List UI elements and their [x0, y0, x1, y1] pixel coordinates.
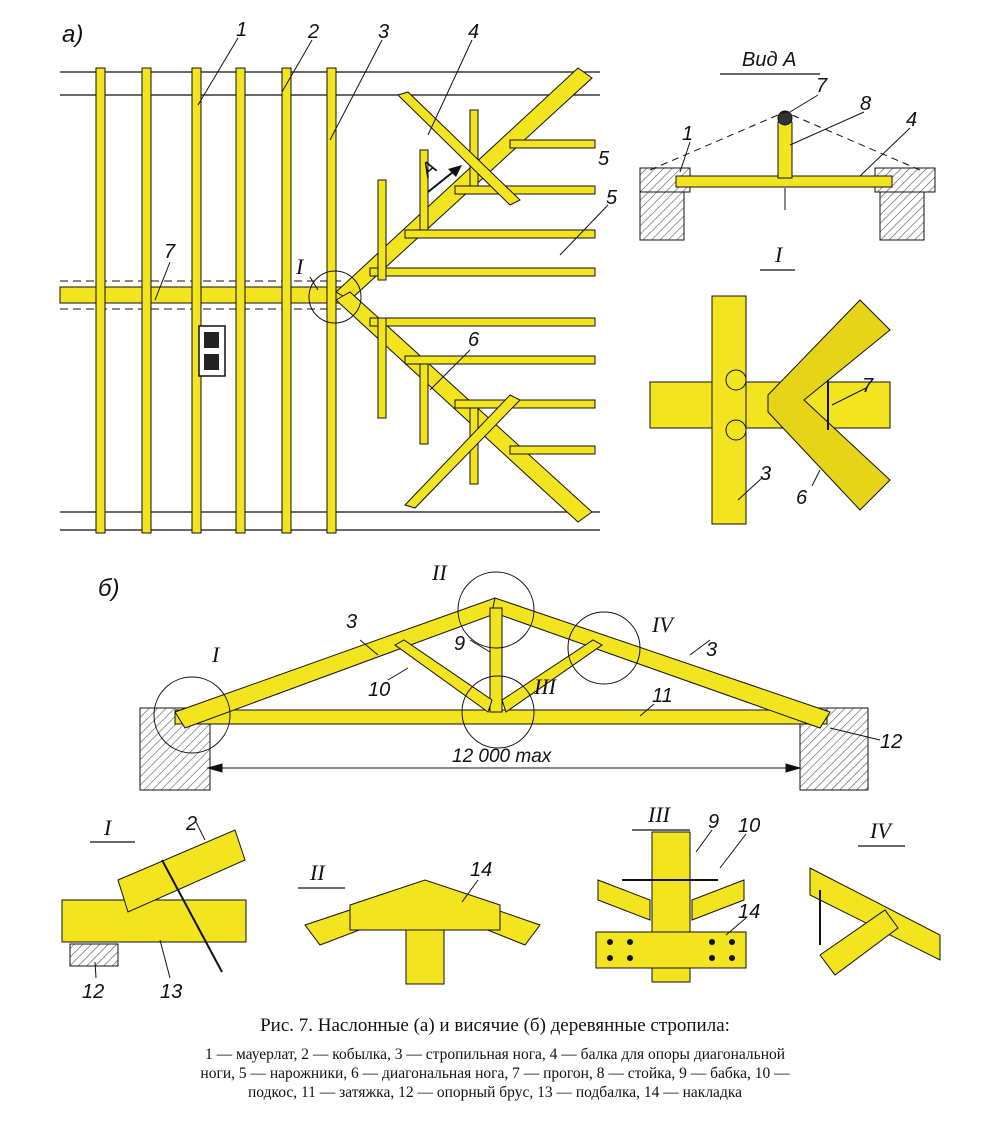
detail-IV: IV	[809, 818, 941, 976]
view-a-post	[777, 121, 793, 179]
view-a-label-7: 7	[816, 75, 828, 97]
detail-I-label-6: 6	[796, 487, 808, 509]
plan-label-2: 2	[307, 21, 319, 43]
truss-label-11: 11	[652, 685, 673, 707]
truss-node-I	[153, 676, 231, 754]
span-dimension-line	[206, 763, 802, 773]
detail-I-title: I	[774, 242, 784, 267]
truss-label-12: 12	[880, 731, 902, 753]
plan-callouts	[154, 37, 609, 391]
roof-rafters-drawing: А а) 1 2 3 4 5 5 6 7 I Вид А	[59, 19, 941, 1003]
detail-label-10: 10	[738, 815, 760, 837]
truss-label-10: 10	[368, 679, 390, 701]
truss-roman-II: II	[431, 560, 448, 585]
view-a-section: Вид А 1 7 8 4	[639, 49, 936, 241]
plan-label-5b: 5	[606, 187, 618, 209]
truss-roman-IV: IV	[651, 612, 675, 637]
plan-label-5a: 5	[598, 148, 610, 170]
plan-label-3: 3	[378, 21, 389, 43]
panel-b-truss: б) 12 000 max	[98, 560, 902, 791]
left-rafter	[174, 597, 501, 729]
detail-I-top: I 7 3 6	[649, 242, 891, 525]
detail-I-bottom: I 2 12 13	[61, 813, 247, 1003]
view-a-label-1: 1	[682, 123, 693, 145]
bottom-detail-II-title: II	[309, 860, 326, 885]
plan-label-6: 6	[468, 329, 480, 351]
truss-node-II	[457, 571, 535, 649]
plan-label-4: 4	[468, 21, 479, 43]
figure-legend: 1 — мауерлат, 2 — кобылка, 3 — стропильн…	[40, 1045, 950, 1102]
right-rafter	[491, 597, 831, 729]
detail-III: III 9 10 14	[595, 802, 760, 983]
left-strut	[394, 639, 493, 713]
truss-node-III	[461, 675, 535, 749]
detail-label-14a: 14	[470, 859, 492, 881]
plan-label-1: 1	[236, 19, 247, 41]
detail-label-14b: 14	[738, 901, 760, 923]
truss-roman-I: I	[211, 642, 221, 667]
bottom-detail-I-title: I	[103, 815, 113, 840]
legend-line-1: 1 — мауерлат, 2 — кобылка, 3 — стропильн…	[204, 1046, 786, 1063]
span-dimension: 12 000 max	[452, 746, 553, 767]
panel-a-plan: А а) 1 2 3 4 5 5 6 7 I	[59, 19, 618, 534]
jack-rafters	[369, 139, 596, 455]
detail-label-12: 12	[82, 981, 104, 1003]
truss-label-3b: 3	[706, 639, 717, 661]
plan-label-7: 7	[164, 241, 176, 263]
truss-roman-III: III	[533, 674, 558, 699]
common-rafters	[95, 67, 337, 534]
detail-label-13: 13	[160, 981, 182, 1003]
panel-a-label: а)	[62, 21, 83, 48]
right-strut	[501, 639, 603, 713]
legend-line-2: ноги, 5 — нарожники, 6 — диагональная но…	[200, 1065, 790, 1082]
detail-I-label-3: 3	[760, 463, 771, 485]
support-beam	[397, 91, 521, 206]
detail-label-9: 9	[708, 811, 719, 833]
truss-label-3a: 3	[346, 611, 357, 633]
truss-label-9: 9	[454, 633, 465, 655]
plan-node-I: I	[295, 254, 305, 279]
view-a-title: Вид А	[742, 49, 796, 71]
view-a-label-4: 4	[906, 109, 917, 131]
truss-node-IV	[567, 611, 641, 685]
view-a-label-8: 8	[860, 93, 871, 115]
bottom-detail-IV-title: IV	[869, 818, 893, 843]
detail-I-label-7: 7	[862, 375, 874, 397]
panel-b-label: б)	[98, 575, 120, 602]
detail-label-2: 2	[185, 813, 197, 835]
figure-caption-title: Рис. 7. Наслонные (а) и висячие (б) дере…	[260, 1015, 730, 1036]
node-I-marker	[308, 270, 362, 324]
king-post	[489, 607, 503, 713]
legend-line-3: подкос, 11 — затяжка, 12 — опорный брус,…	[247, 1084, 743, 1101]
dormer-window-icon	[198, 325, 226, 377]
detail-II: II 14	[298, 859, 541, 985]
bottom-detail-III-title: III	[647, 802, 672, 827]
